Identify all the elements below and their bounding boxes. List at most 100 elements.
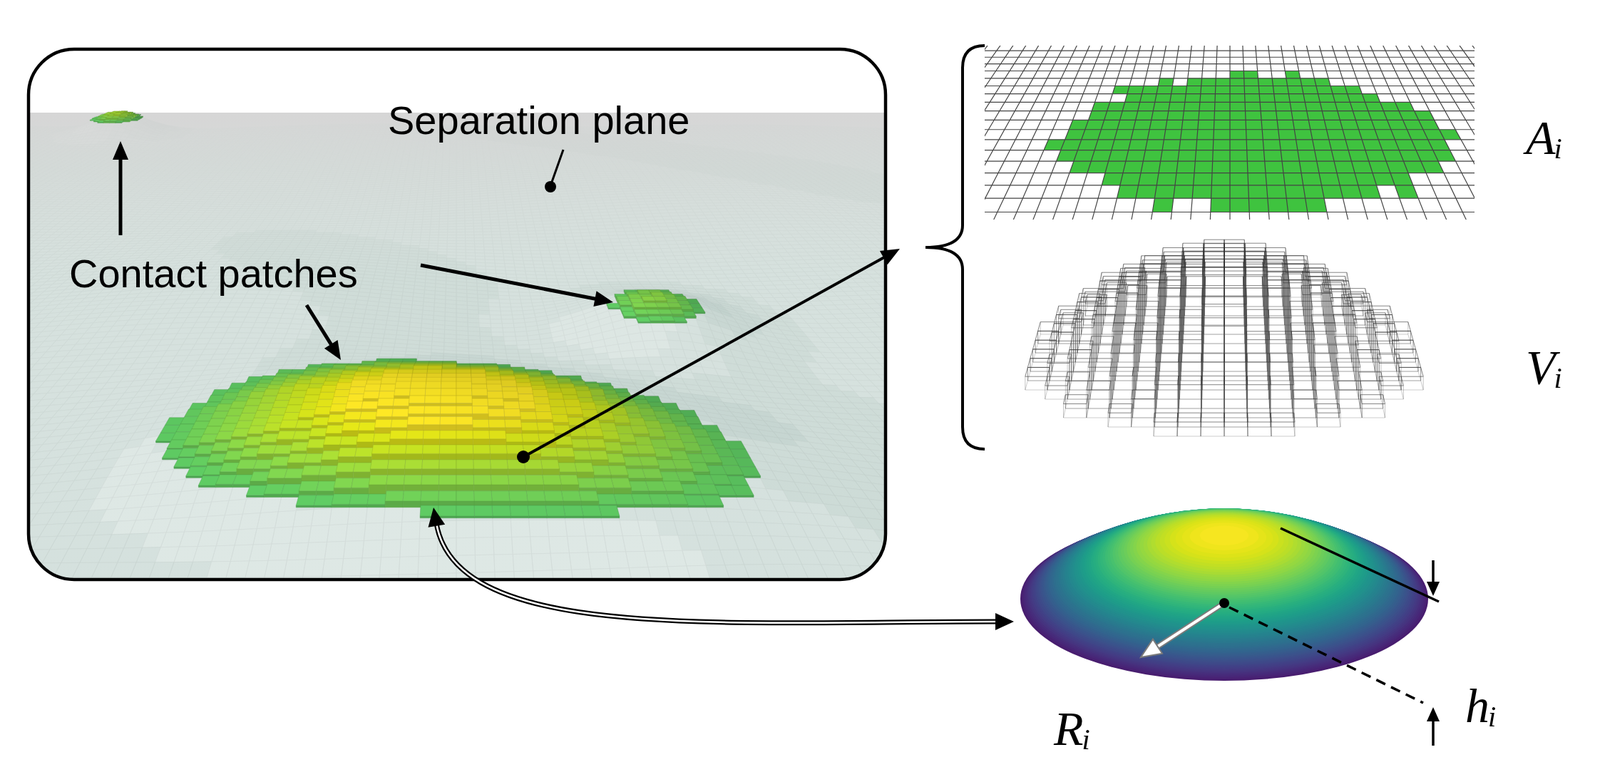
patch-voxel: [456, 388, 473, 396]
patch-voxel: [422, 430, 440, 440]
patch-voxel: [395, 381, 412, 389]
patch-voxel: [361, 409, 378, 413]
patch-voxel: [736, 495, 755, 498]
patch-voxel: [309, 428, 328, 438]
patch-voxel: [362, 391, 381, 399]
patch-voxel: [127, 114, 136, 116]
patch-voxel: [441, 381, 458, 389]
patch-voxel: [491, 505, 511, 517]
patch-voxel: [472, 398, 489, 407]
center-dot: [1219, 598, 1230, 609]
cap-ring: [1107, 509, 1342, 604]
callout-label: Separation plane: [387, 98, 690, 143]
patch-voxel: [392, 398, 410, 407]
patch-voxel: [487, 409, 505, 418]
patch-voxel: [194, 454, 212, 458]
cap-ring: [1118, 509, 1331, 596]
patch-voxel: [186, 476, 204, 479]
patch-voxel: [574, 462, 594, 473]
patch-voxel: [688, 505, 706, 508]
cap-ring: [1088, 508, 1361, 618]
patch-voxel: [313, 407, 332, 415]
patch-voxel: [386, 484, 405, 492]
patch-voxel: [424, 413, 441, 417]
patch-voxel: [240, 457, 257, 460]
patch-voxel: [456, 459, 474, 470]
patch-voxel: [472, 419, 490, 428]
patch-voxel: [392, 406, 409, 410]
patch-voxel: [606, 450, 623, 454]
patch-voxel: [123, 119, 130, 122]
patch-voxel: [623, 316, 637, 319]
patch-voxel: [657, 307, 670, 310]
patch-voxel: [295, 505, 314, 508]
patch-voxel: [669, 307, 682, 310]
patch-voxel: [407, 416, 425, 425]
patch-voxel: [313, 505, 332, 508]
patch-voxel: [408, 403, 425, 407]
cap-ring: [1140, 511, 1310, 580]
patch-voxel: [360, 412, 378, 420]
patch-voxel: [236, 469, 254, 475]
cap-ring: [1112, 509, 1336, 599]
patch-voxel: [276, 439, 294, 445]
patch-voxel: [304, 454, 324, 464]
patch-voxel: [402, 491, 422, 502]
patch-voxel: [331, 494, 352, 505]
patch-voxel: [561, 484, 579, 492]
patch-voxel: [439, 416, 457, 425]
cap-ring: [1200, 526, 1249, 546]
patch-voxel: [287, 462, 305, 470]
patch-voxel: [456, 474, 475, 485]
patch-voxel: [628, 478, 646, 482]
radius-arrow: [1156, 603, 1225, 648]
patch-voxel: [320, 459, 338, 466]
patch-voxel: [521, 433, 540, 443]
patch-voxel: [489, 444, 508, 454]
patch-voxel: [593, 474, 612, 478]
patch-voxel: [408, 395, 425, 404]
patch-voxel: [276, 431, 296, 440]
patch-voxel: [578, 491, 599, 502]
patch-voxel: [256, 444, 277, 454]
patch-voxel: [438, 505, 457, 517]
patch-voxel: [473, 469, 491, 476]
patch-voxel: [527, 505, 547, 517]
patch-voxel: [519, 409, 536, 413]
patch-voxel: [588, 450, 609, 460]
patch-voxel: [407, 413, 425, 417]
cap-ring: [1084, 508, 1365, 622]
patch-voxel: [404, 469, 423, 476]
patch-voxel: [622, 454, 639, 458]
patch-voxel: [374, 419, 392, 428]
patch-voxel: [316, 399, 335, 407]
math-symbol: hᵢ: [1465, 679, 1498, 733]
patch-voxel: [356, 442, 373, 448]
patch-voxel: [524, 474, 544, 485]
patch-voxel: [267, 478, 285, 485]
patch-voxel: [662, 320, 675, 323]
patch-voxel: [115, 121, 124, 123]
patch-voxel: [642, 465, 660, 469]
patch-voxel: [503, 401, 520, 410]
patch-voxel: [456, 413, 473, 417]
patch-voxel: [565, 407, 584, 415]
patch-voxel: [304, 462, 322, 466]
cap-ring: [1110, 509, 1340, 602]
patch-voxel: [456, 416, 473, 425]
patch-voxel: [534, 404, 552, 413]
patch-voxel: [119, 115, 126, 118]
patch-voxel: [474, 484, 492, 492]
radius-arrow-outline: [1156, 603, 1225, 648]
patch-voxel: [531, 390, 549, 398]
patch-voxel: [685, 451, 702, 455]
callout-label: Contact patches: [69, 251, 358, 296]
patch-voxel: [619, 442, 637, 445]
patch-voxel: [423, 424, 440, 431]
patch-voxel: [284, 469, 305, 479]
patch-voxel: [316, 481, 337, 492]
patch-voxel: [608, 462, 626, 466]
patch-voxel: [439, 453, 457, 460]
patch-voxel: [342, 430, 359, 437]
patch-voxel: [504, 409, 522, 418]
